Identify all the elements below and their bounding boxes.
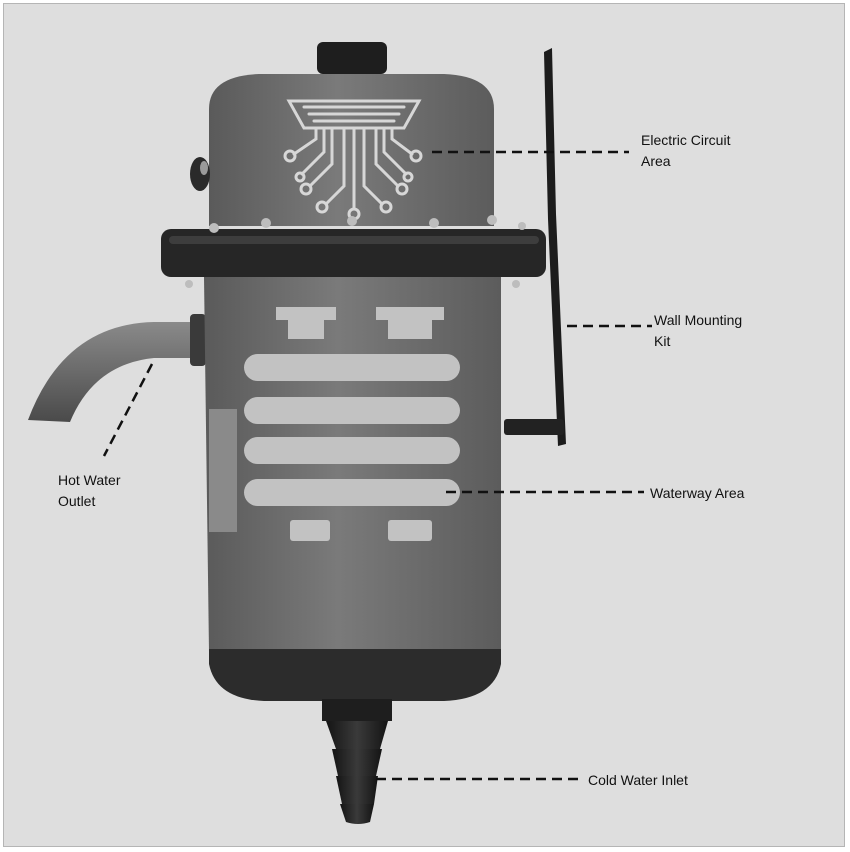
- label-cold-water-inlet: Cold Water Inlet: [588, 770, 688, 791]
- circuit-graphic-icon: [283, 99, 423, 221]
- wall-mounting-arm: [504, 419, 564, 435]
- label-line: Hot Water: [58, 472, 121, 488]
- label-electric-circuit-area: Electric Circuit Area: [641, 130, 730, 172]
- diagram-frame: Electric Circuit Area Wall Mounting Kit …: [3, 3, 845, 847]
- hot-water-pipe: [28, 322, 199, 422]
- top-knob: [317, 42, 387, 74]
- upper-dome: [209, 74, 494, 226]
- cold-water-nozzle: [322, 699, 392, 824]
- label-line: Waterway Area: [650, 485, 745, 501]
- label-line: Kit: [654, 333, 671, 349]
- water-heater-illustration: [28, 42, 652, 824]
- wall-mounting-plate: [544, 48, 566, 446]
- label-hot-water-outlet: Hot Water Outlet: [58, 470, 121, 512]
- label-line: Wall Mounting: [654, 312, 743, 328]
- leader-hot-water: [102, 363, 154, 457]
- label-waterway-area: Waterway Area: [650, 483, 744, 504]
- label-line: Electric Circuit: [641, 132, 731, 148]
- label-line: Cold Water Inlet: [588, 772, 688, 788]
- label-line: Area: [641, 153, 671, 169]
- bottom-cap: [209, 649, 501, 701]
- indicator-light: [190, 157, 210, 191]
- main-body: [204, 277, 501, 652]
- side-label: [209, 409, 237, 532]
- label-line: Outlet: [58, 493, 96, 509]
- label-wall-mounting-kit: Wall Mounting Kit: [654, 310, 742, 352]
- waterway-graphic-icon: [244, 307, 460, 541]
